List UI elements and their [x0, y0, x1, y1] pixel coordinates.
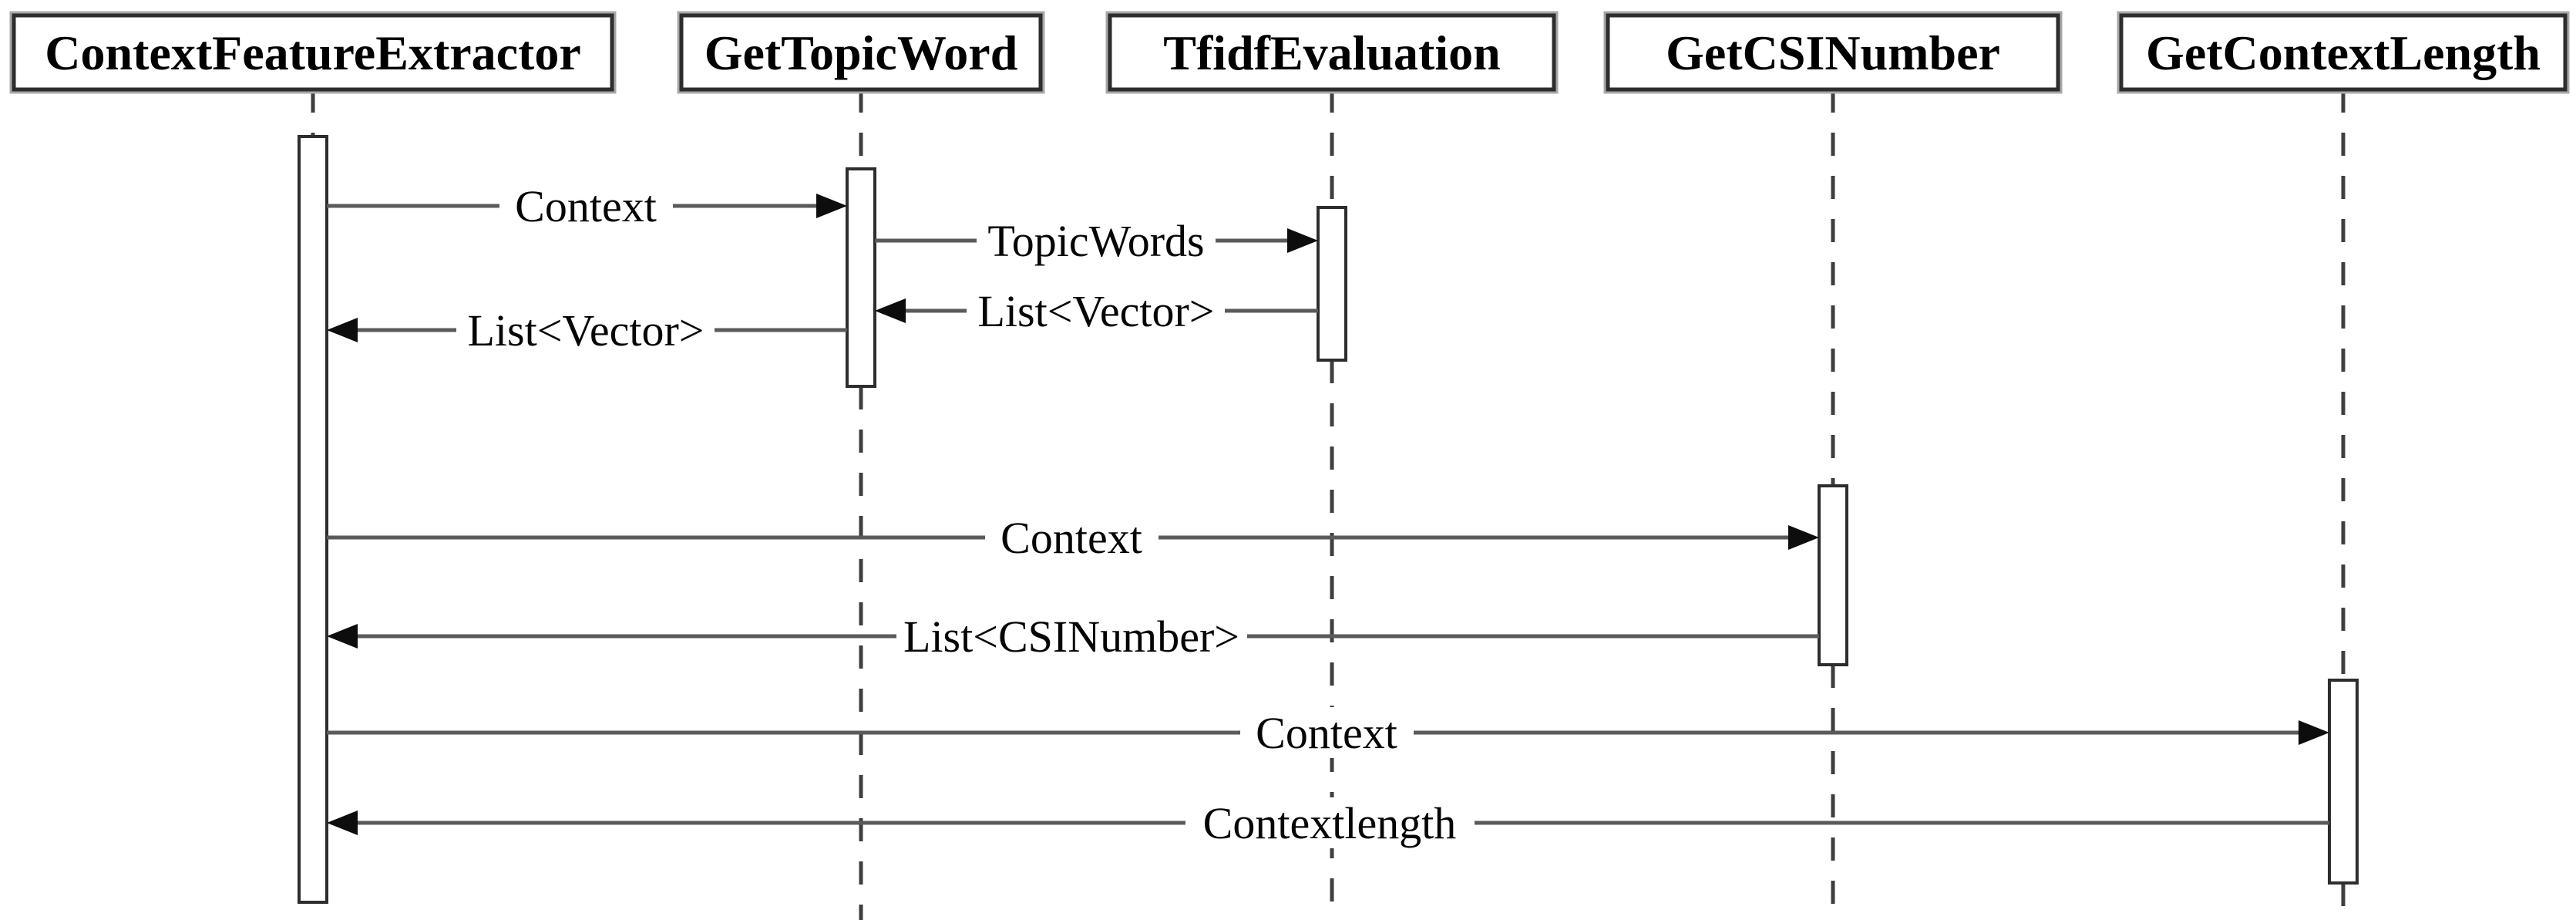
arrowhead-right-icon: [1788, 525, 1819, 550]
lifeline-getcsinumber: GetCSINumber: [1603, 11, 2063, 920]
lifeline-header-label: GetContextLength: [2146, 25, 2541, 80]
message-listcsinumber-to-contextfeatureextractor: List<CSINumber>: [327, 611, 1819, 662]
message-label: Context: [1256, 708, 1397, 758]
message-label: TopicWords: [987, 216, 1204, 266]
lifeline-header-label: GetCSINumber: [1666, 25, 2000, 80]
lifeline-contextfeatureextractor: ContextFeatureExtractor: [9, 11, 617, 904]
message-label-bg: [985, 512, 1159, 563]
message-context-to-getcsinumber: Context: [327, 512, 1819, 563]
activation-bar: [846, 167, 876, 388]
message-topicwords-to-tfidfevaluation: TopicWords: [875, 215, 1318, 266]
lifeline-header-label: TfidfEvaluation: [1163, 25, 1500, 80]
lifeline-header-shadow: [1105, 11, 1559, 94]
activation-bar: [1317, 206, 1347, 362]
lifeline-header-box: [679, 13, 1043, 92]
message-label-bg: [1240, 707, 1414, 758]
message-listvector-to-gettopicword: List<Vector>: [875, 285, 1318, 336]
message-label-bg: [499, 180, 673, 231]
message-context-to-getcontextlength: Context: [327, 707, 2329, 758]
arrowhead-left-icon: [875, 298, 906, 323]
lifeline-header-label: ContextFeatureExtractor: [45, 25, 580, 80]
lifeline-header-shadow: [9, 11, 617, 94]
message-label-bg: [456, 305, 715, 356]
arrowhead-right-icon: [2299, 720, 2329, 745]
arrowhead-right-icon: [816, 194, 847, 218]
message-label: List<Vector>: [977, 286, 1214, 336]
message-label: Context: [1000, 513, 1142, 563]
lifeline-header-box: [12, 13, 614, 92]
message-label-bg: [967, 285, 1225, 336]
message-label-bg: [977, 215, 1216, 266]
message-contextlength-to-contextfeatureextractor: Contextlength: [327, 797, 2329, 848]
activation-bar: [2328, 679, 2359, 885]
message-label-bg: [896, 611, 1247, 662]
message-label-bg: [1185, 797, 1475, 848]
lifeline-header-shadow: [2117, 11, 2570, 94]
message-context-to-gettopicword: Context: [327, 180, 847, 231]
lifeline-header-shadow: [1603, 11, 2063, 94]
lifeline-header-label: GetTopicWord: [705, 25, 1018, 80]
message-label: List<Vector>: [467, 305, 704, 356]
message-label: Contextlength: [1203, 798, 1457, 848]
lifeline-header-box: [2119, 13, 2568, 92]
activation-bar: [1818, 484, 1848, 666]
arrowhead-left-icon: [327, 810, 358, 835]
message-listvector-to-contextfeatureextractor: List<Vector>: [327, 305, 847, 356]
activation-bar: [298, 135, 328, 904]
arrowhead-right-icon: [1287, 228, 1318, 253]
lifeline-header-shadow: [677, 11, 1045, 94]
lifeline-header-box: [1606, 13, 2060, 92]
arrowhead-left-icon: [327, 318, 358, 342]
arrowhead-left-icon: [327, 624, 358, 649]
message-label: List<CSINumber>: [903, 612, 1239, 662]
message-label: Context: [515, 181, 657, 231]
lifeline-getcontextlength: GetContextLength: [2117, 11, 2570, 920]
lifeline-header-box: [1108, 13, 1556, 92]
lifeline-gettopicword: GetTopicWord: [677, 11, 1045, 920]
lifeline-tfidfevaluation: TfidfEvaluation: [1105, 11, 1559, 920]
